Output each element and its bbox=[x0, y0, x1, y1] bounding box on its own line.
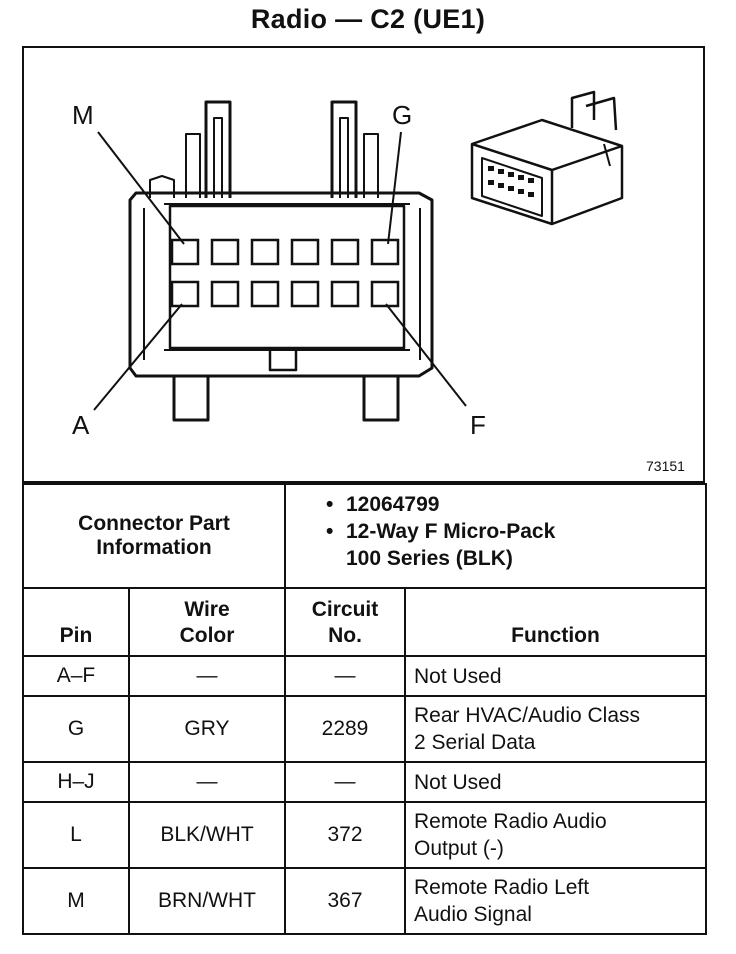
header-pin: Pin bbox=[22, 587, 130, 657]
pin-label-f: F bbox=[470, 410, 486, 440]
connector-part-label: Connector Part Information bbox=[22, 483, 286, 589]
function-cell: Rear HVAC/Audio Class 2 Serial Data bbox=[403, 695, 708, 763]
connector-part-label-line1: Connector Part bbox=[78, 512, 230, 535]
circuit-cell: 2289 bbox=[284, 695, 406, 763]
function-cell: Not Used bbox=[403, 761, 708, 803]
pin-cell: H–J bbox=[22, 761, 130, 803]
table-row: H–J — — Not Used bbox=[22, 761, 708, 803]
wire-color-cell: BRN/WHT bbox=[128, 867, 286, 935]
bullet-glyph: • bbox=[326, 520, 334, 543]
part-bullet-item: • 12064799 bbox=[294, 491, 697, 518]
header-circuit-no: Circuit No. bbox=[284, 587, 406, 657]
part-series: 100 Series (BLK) bbox=[346, 547, 513, 570]
table-row: M BRN/WHT 367 Remote Radio Left Audio Si… bbox=[22, 867, 708, 935]
part-number: 12064799 bbox=[346, 493, 440, 516]
table-header-row: Pin Wire Color Circuit No. Function bbox=[22, 587, 708, 657]
pin-label-g: G bbox=[392, 100, 413, 130]
function-cell: Remote Radio Audio Output (-) bbox=[403, 801, 708, 869]
connector-part-label-line2: Information bbox=[96, 536, 212, 559]
table-row: L BLK/WHT 372 Remote Radio Audio Output … bbox=[22, 801, 708, 869]
wire-color-cell: — bbox=[128, 761, 286, 803]
part-bullet-item: • 12-Way F Micro-Pack bbox=[294, 518, 697, 545]
pin-label-a: A bbox=[72, 410, 90, 440]
bullet-glyph bbox=[326, 545, 346, 572]
connector-face-drawing bbox=[93, 90, 624, 422]
header-wire-color: Wire Color bbox=[128, 587, 286, 657]
page-title: Radio — C2 (UE1) bbox=[250, 4, 486, 34]
circuit-cell: — bbox=[284, 761, 406, 803]
circuit-cell: — bbox=[284, 655, 406, 697]
bullet-glyph: • bbox=[326, 493, 334, 516]
part-description: 12-Way F Micro-Pack bbox=[346, 520, 556, 543]
pin-label-m: M bbox=[72, 100, 94, 130]
connector-table: Connector Part Information • 12064799 • … bbox=[22, 483, 708, 935]
header-function: Function bbox=[403, 587, 708, 657]
pin-cell: L bbox=[22, 801, 130, 869]
circuit-cell: 367 bbox=[284, 867, 406, 935]
pin-cell: A–F bbox=[22, 655, 130, 697]
table-row: A–F — — Not Used bbox=[22, 655, 708, 697]
table-row: G GRY 2289 Rear HVAC/Audio Class 2 Seria… bbox=[22, 695, 708, 763]
function-cell: Remote Radio Left Audio Signal bbox=[403, 867, 708, 935]
pin-cell: G bbox=[22, 695, 130, 763]
connector-part-values: • 12064799 • 12-Way F Micro-Pack 100 Ser… bbox=[283, 483, 708, 589]
pin-cell: M bbox=[22, 867, 130, 935]
wire-color-cell: — bbox=[128, 655, 286, 697]
connector-diagram: M G A F 73151 bbox=[22, 46, 705, 483]
circuit-cell: 372 bbox=[284, 801, 406, 869]
connector-part-row: Connector Part Information • 12064799 • … bbox=[22, 483, 708, 589]
wire-color-cell: GRY bbox=[128, 695, 286, 763]
wire-color-cell: BLK/WHT bbox=[128, 801, 286, 869]
function-cell: Not Used bbox=[403, 655, 708, 697]
part-bullet-item: 100 Series (BLK) bbox=[294, 545, 697, 572]
figure-number: 73151 bbox=[646, 458, 685, 474]
